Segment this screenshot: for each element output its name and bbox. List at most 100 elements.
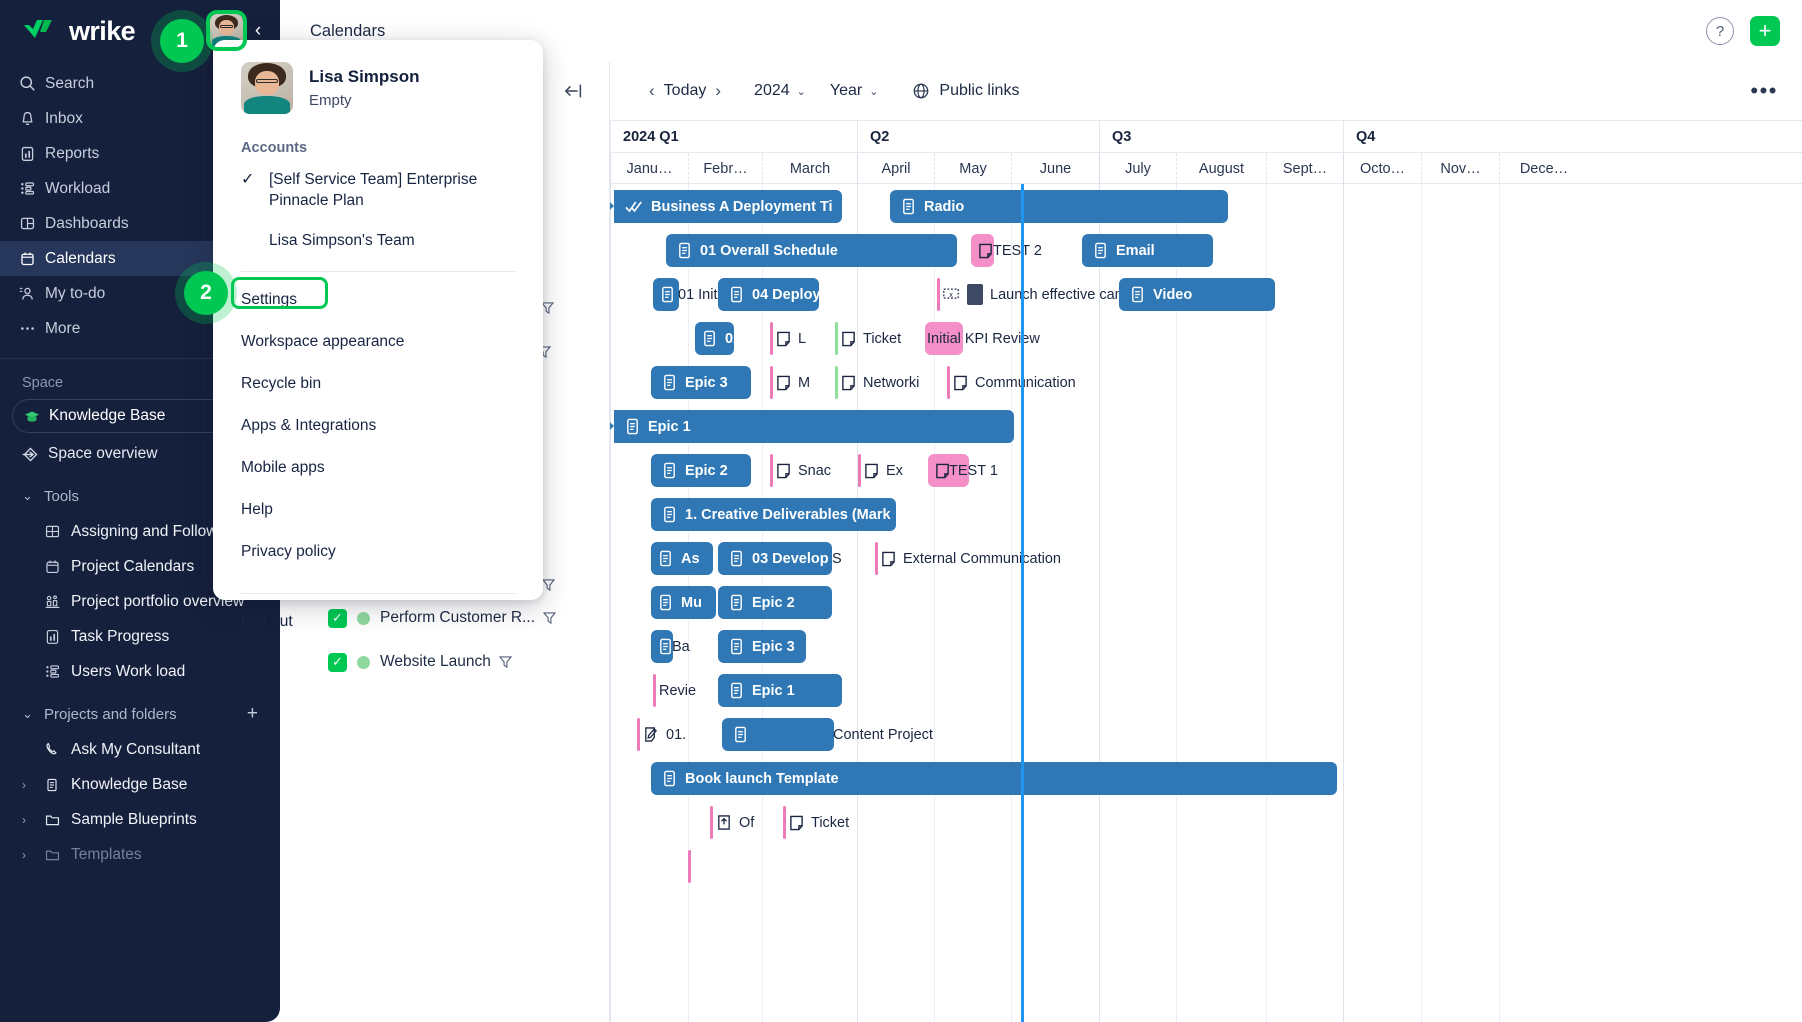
- sidebar-project-knowledge-base[interactable]: › Knowledge Base: [0, 767, 280, 802]
- sidebar-tool-project-calendars[interactable]: Project Calendars: [0, 549, 280, 584]
- filter-funnel-icon[interactable]: [538, 345, 551, 359]
- gantt-label-text: Initial KPI Review: [927, 330, 1040, 347]
- gantt-bar[interactable]: 01 Overall Schedule: [666, 234, 957, 267]
- filter-funnel-icon[interactable]: [541, 301, 554, 315]
- menu-item-mobile-apps[interactable]: Mobile apps: [241, 459, 325, 477]
- gantt-bar[interactable]: Book launch Template: [651, 762, 1337, 795]
- sidebar-project-sample-blueprints[interactable]: › Sample Blueprints: [0, 802, 280, 837]
- chevron-right-icon[interactable]: ›: [22, 777, 26, 792]
- sidebar-item-search[interactable]: Search: [0, 66, 264, 101]
- gantt-bar[interactable]: Video: [1119, 278, 1275, 311]
- table-row[interactable]: ✓ Website Launch: [280, 640, 610, 684]
- gantt-bar[interactable]: Email: [1082, 234, 1213, 267]
- milestone-marker[interactable]: [770, 454, 773, 487]
- today-button[interactable]: Today: [663, 82, 707, 99]
- sidebar-tool-project-portfolio-overview[interactable]: Project portfolio overview: [0, 584, 280, 619]
- gantt-bar[interactable]: Epic 3: [718, 630, 806, 663]
- check-icon: ✓: [241, 171, 255, 188]
- sidebar-group-projects-and-folders[interactable]: ⌄ Projects and folders +: [0, 696, 280, 732]
- menu-item-help[interactable]: Help: [241, 501, 273, 519]
- row-checkbox[interactable]: ✓: [328, 652, 347, 672]
- account-option-lisa-simpsons-team[interactable]: Lisa Simpson's Team: [213, 212, 543, 251]
- gantt-bar[interactable]: Radio: [890, 190, 1228, 223]
- public-links-button[interactable]: Public links: [912, 82, 1019, 100]
- menu-item-settings[interactable]: Settings: [241, 291, 298, 309]
- prev-period-button[interactable]: ‹: [649, 81, 655, 100]
- year-selector[interactable]: 2024 ⌄: [754, 82, 806, 100]
- next-period-button[interactable]: ›: [715, 81, 722, 100]
- gantt-bar[interactable]: [925, 322, 963, 355]
- add-project-icon[interactable]: +: [246, 703, 258, 724]
- milestone-marker[interactable]: [937, 278, 940, 311]
- sidebar-project-templates[interactable]: › Templates: [0, 837, 280, 872]
- gantt-bar[interactable]: 02: [695, 322, 741, 355]
- note-icon: [776, 463, 791, 479]
- milestone-marker[interactable]: [770, 366, 773, 399]
- gantt-bar[interactable]: Epic 2: [718, 586, 832, 619]
- menu-item-recycle-bin[interactable]: Recycle bin: [241, 375, 322, 393]
- top-bar: Calendars ? +: [280, 0, 1802, 62]
- gantt-bar[interactable]: Epic 2: [651, 454, 751, 487]
- filter-funnel-icon[interactable]: [543, 611, 557, 625]
- gantt-bar[interactable]: Epic 1: [718, 674, 842, 707]
- chevron-right-icon[interactable]: ›: [22, 812, 26, 827]
- sidebar-item-inbox[interactable]: Inbox: [0, 101, 264, 136]
- sidebar-item-space-overview[interactable]: Space overview: [0, 437, 280, 471]
- account-option-enterprise-pinnacle-plan[interactable]: ✓ [Self Service Team] Enterprise Pinnacl…: [213, 156, 543, 212]
- milestone-marker[interactable]: [947, 366, 950, 399]
- chevron-right-icon[interactable]: ›: [22, 847, 26, 862]
- sidebar-tool-users-work-load[interactable]: Users Work load: [0, 654, 280, 689]
- sidebar-item-dashboards[interactable]: Dashboards: [0, 206, 264, 241]
- milestone-marker[interactable]: [710, 806, 713, 839]
- table-row[interactable]: ✓ Perform Customer R...: [280, 596, 610, 640]
- milestone-marker[interactable]: [858, 454, 861, 487]
- gantt-bar[interactable]: 04 Deploym: [718, 278, 833, 311]
- filter-funnel-icon[interactable]: [542, 578, 555, 592]
- gantt-bar[interactable]: 1. Creative Deliverables (Mark: [651, 498, 896, 531]
- gantt-label-text: Ticket: [863, 330, 902, 347]
- milestone-marker[interactable]: [770, 322, 773, 355]
- sidebar-item-more[interactable]: More: [0, 311, 264, 346]
- milestone-marker[interactable]: [637, 718, 640, 751]
- menu-item-log-out[interactable]: Log out: [241, 613, 293, 631]
- globe-icon: [912, 82, 930, 100]
- sidebar-project-ask-my-consultant[interactable]: Ask My Consultant: [0, 732, 280, 767]
- sidebar-item-workload[interactable]: Workload: [0, 171, 264, 206]
- sidebar-collapse-button[interactable]: ‹: [254, 20, 262, 41]
- filter-funnel-icon[interactable]: [498, 655, 512, 669]
- gantt-bar[interactable]: 03 Develop: [718, 542, 832, 575]
- gantt-bar[interactable]: [928, 454, 969, 487]
- gantt-bar[interactable]: [971, 234, 994, 267]
- avatar[interactable]: [241, 62, 293, 114]
- sidebar-group-tools[interactable]: ⌄ Tools: [0, 478, 280, 514]
- menu-item-privacy-policy[interactable]: Privacy policy: [241, 543, 336, 561]
- gantt-bar[interactable]: [722, 718, 834, 751]
- more-options-button[interactable]: •••: [1750, 78, 1778, 103]
- milestone-marker[interactable]: [653, 674, 656, 707]
- sidebar-tool-assigning-and-follow[interactable]: Assigning and Follow: [0, 514, 280, 549]
- scale-selector[interactable]: Year ⌄: [830, 82, 879, 100]
- sidebar-tool-task-progress[interactable]: Task Progress: [0, 619, 280, 654]
- gantt-bar[interactable]: [651, 630, 673, 663]
- collapse-panel-icon[interactable]: [564, 82, 584, 100]
- sidebar-item-my-to-do[interactable]: My to-do: [0, 276, 264, 311]
- gantt-bar[interactable]: Epic 3: [651, 366, 751, 399]
- gantt-bar[interactable]: As: [651, 542, 713, 575]
- menu-item-apps-integrations[interactable]: Apps & Integrations: [241, 417, 377, 435]
- row-checkbox[interactable]: ✓: [328, 608, 347, 628]
- milestone-marker[interactable]: [835, 366, 838, 399]
- plus-icon[interactable]: +: [1750, 16, 1780, 46]
- gantt-bar[interactable]: Mu: [651, 586, 716, 619]
- gantt-bar[interactable]: [653, 278, 679, 311]
- milestone-marker[interactable]: [688, 850, 691, 883]
- question-mark-icon[interactable]: ?: [1706, 17, 1734, 45]
- milestone-marker[interactable]: [835, 322, 838, 355]
- sidebar-item-label: Dashboards: [45, 214, 129, 232]
- gantt-bar[interactable]: Business A Deployment Ti: [610, 190, 842, 223]
- milestone-marker[interactable]: [875, 542, 878, 575]
- clipboard-icon: [625, 418, 640, 435]
- gantt-bar[interactable]: Epic 1: [610, 410, 1014, 443]
- milestone-marker[interactable]: [783, 806, 786, 839]
- menu-item-workspace-appearance[interactable]: Workspace appearance: [241, 333, 405, 351]
- sidebar-item-reports[interactable]: Reports: [0, 136, 264, 171]
